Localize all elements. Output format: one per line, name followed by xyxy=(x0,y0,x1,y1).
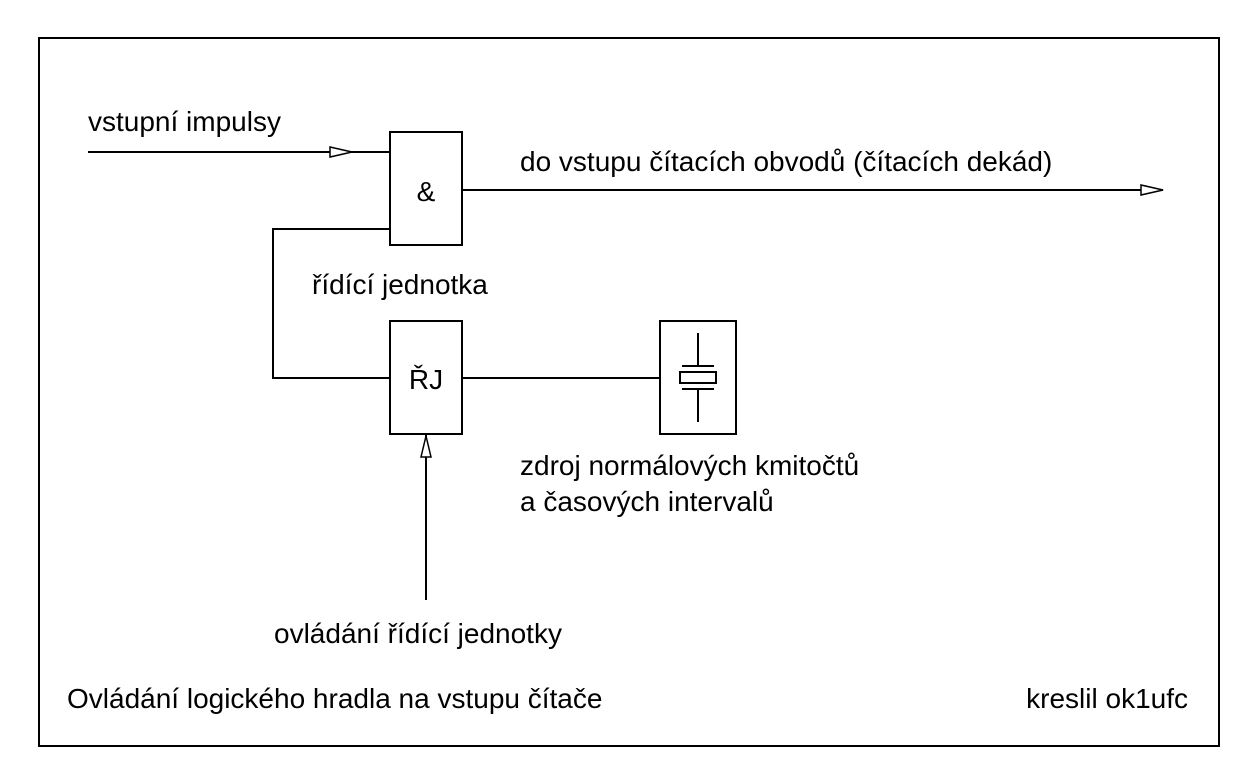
control-to-gate-line xyxy=(272,228,390,379)
output-label: do vstupu čítacích obvodů (čítacích deká… xyxy=(520,146,1052,177)
input-label: vstupní impulsy xyxy=(88,106,281,137)
control-unit-block xyxy=(389,320,463,435)
control-input-arrow xyxy=(420,435,432,458)
source-label-line2: a časových intervalů xyxy=(520,486,774,517)
output-arrow xyxy=(1140,184,1164,196)
and-gate-symbol: & xyxy=(417,176,436,207)
input-arrow xyxy=(329,146,353,158)
diagram-caption: Ovládání logického hradla na vstupu číta… xyxy=(67,683,602,714)
source-label-line1: zdroj normálových kmitočtů xyxy=(520,450,859,481)
control-input-label: ovládání řídící jednotky xyxy=(274,618,562,649)
crystal-oscillator-icon xyxy=(679,333,717,422)
control-unit-symbol: ŘJ xyxy=(409,364,443,395)
author-credit: kreslil ok1ufc xyxy=(1026,683,1188,714)
control-unit-label: řídící jednotka xyxy=(312,269,488,300)
and-gate xyxy=(389,131,463,246)
diagram-frame xyxy=(38,37,1220,747)
